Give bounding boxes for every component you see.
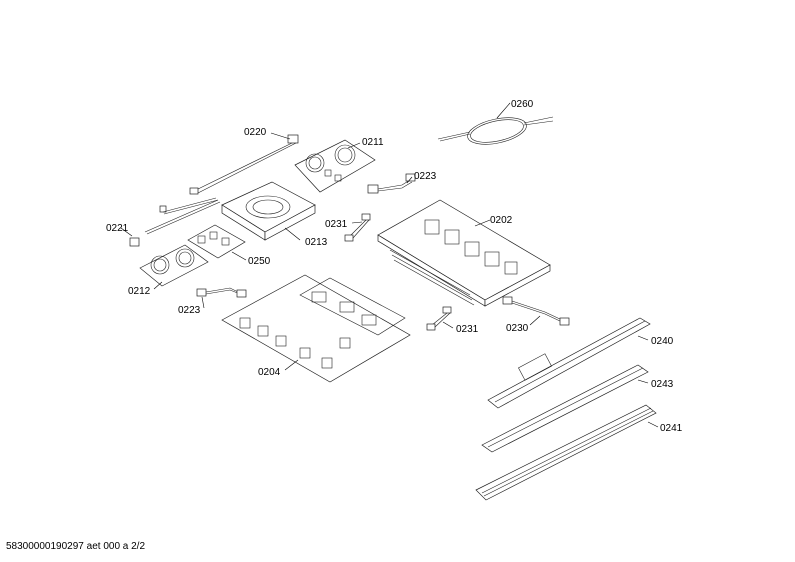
label-0231-upper: 0231 [325,219,348,230]
label-0220: 0220 [244,127,267,138]
part-0223-connector-cable-upper [367,173,416,194]
part-0240-key-strip [487,317,651,409]
part-0220-harness [189,134,299,195]
label-0231-lower: 0231 [456,324,479,335]
part-0211-filter-board [294,139,376,193]
label-0241: 0241 [660,423,683,434]
document-footer: 58300000190297 aet 000 a 2/2 [6,541,146,552]
part-0230-cable [502,296,570,326]
label-0212: 0212 [128,286,151,297]
part-0223-connector-cable-lower [196,287,247,298]
label-0250: 0250 [248,256,271,267]
label-0202: 0202 [490,215,513,226]
part-0241-frame-strip [475,404,657,501]
label-0211: 0211 [362,137,384,148]
part-0243-spacer-strip [481,364,649,453]
label-0204: 0204 [258,367,281,378]
label-0221: 0221 [106,223,129,234]
part-0221-harness [129,197,221,247]
part-0212-filter-board [139,244,209,287]
part-0231-cable-lower [426,306,452,331]
label-0243: 0243 [651,379,674,390]
part-0202-power-board [377,199,551,307]
label-0230: 0230 [506,323,529,334]
label-0260: 0260 [511,99,534,110]
part-0260-mains-cable [437,116,554,145]
label-0213: 0213 [305,237,328,248]
label-0223-lower: 0223 [178,305,201,316]
part-0250-relay-board [187,224,246,259]
label-0223-upper: 0223 [414,171,437,182]
part-0213-fan-housing [221,181,316,241]
part-0231-cable-upper [344,213,371,242]
label-0240: 0240 [651,336,674,347]
part-0204-control-board [221,274,411,383]
